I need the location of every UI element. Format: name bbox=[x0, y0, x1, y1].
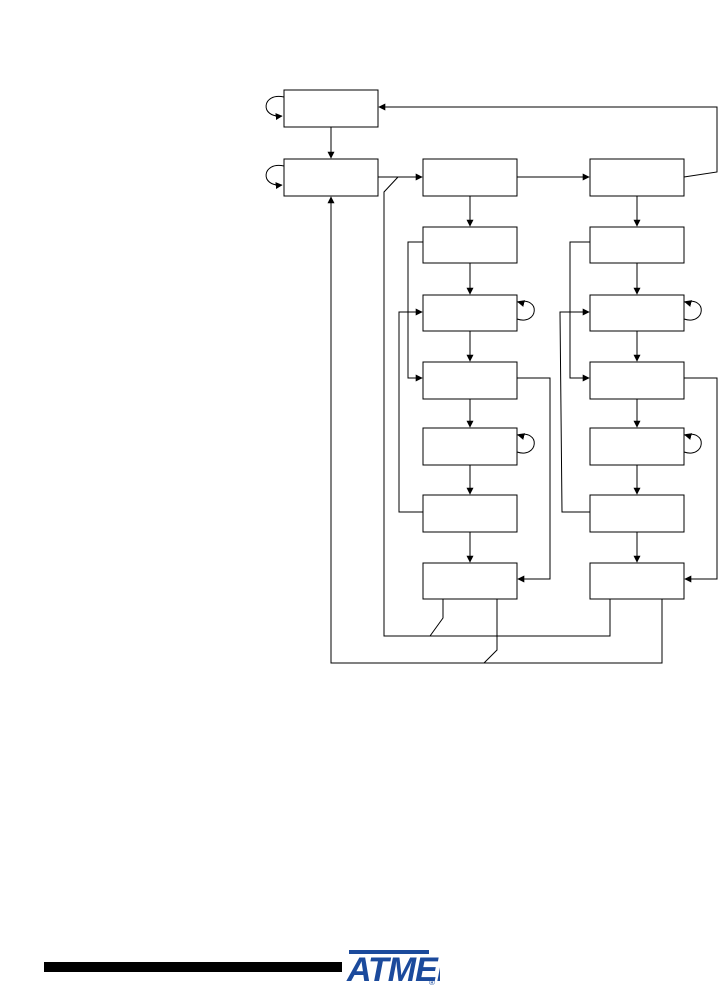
transition-arrow bbox=[327, 196, 663, 664]
self-loop bbox=[684, 433, 692, 440]
self-loop bbox=[265, 95, 285, 121]
transition-arrow bbox=[378, 103, 718, 178]
return-line bbox=[483, 599, 498, 664]
self-loop bbox=[683, 300, 702, 321]
atmel-logo: ATMEL ® bbox=[346, 950, 440, 986]
return-line bbox=[383, 176, 611, 637]
state-box bbox=[589, 226, 685, 264]
transition-arrow bbox=[684, 377, 718, 583]
state-box bbox=[422, 427, 518, 466]
logo-bar bbox=[349, 950, 429, 954]
transition-arrow bbox=[517, 377, 551, 583]
transition-arrow bbox=[569, 241, 590, 382]
return-line bbox=[429, 599, 444, 637]
state-box bbox=[589, 494, 685, 533]
self-loop bbox=[683, 433, 702, 454]
self-loop bbox=[265, 164, 285, 190]
self-loop bbox=[684, 300, 692, 307]
state-box bbox=[589, 158, 685, 197]
state-box bbox=[283, 158, 379, 197]
state-box bbox=[422, 361, 518, 400]
self-loop bbox=[516, 433, 535, 454]
self-loop bbox=[517, 433, 525, 440]
transition-arrow bbox=[398, 308, 423, 513]
state-box bbox=[422, 158, 518, 197]
state-box bbox=[589, 562, 685, 600]
state-box bbox=[589, 361, 685, 400]
transition-arrow bbox=[559, 308, 590, 513]
state-box bbox=[422, 294, 518, 332]
logo-registered-mark: ® bbox=[429, 978, 435, 986]
state-box bbox=[422, 562, 518, 600]
self-loop bbox=[516, 300, 535, 321]
transition-arrow bbox=[407, 241, 423, 382]
state-box bbox=[589, 294, 685, 332]
logo-text: ATMEL bbox=[346, 951, 440, 986]
self-loop bbox=[517, 300, 525, 307]
state-box bbox=[283, 89, 379, 128]
state-box bbox=[589, 427, 685, 466]
footer-bar bbox=[44, 962, 342, 972]
state-box bbox=[422, 226, 518, 264]
state-box bbox=[422, 494, 518, 533]
